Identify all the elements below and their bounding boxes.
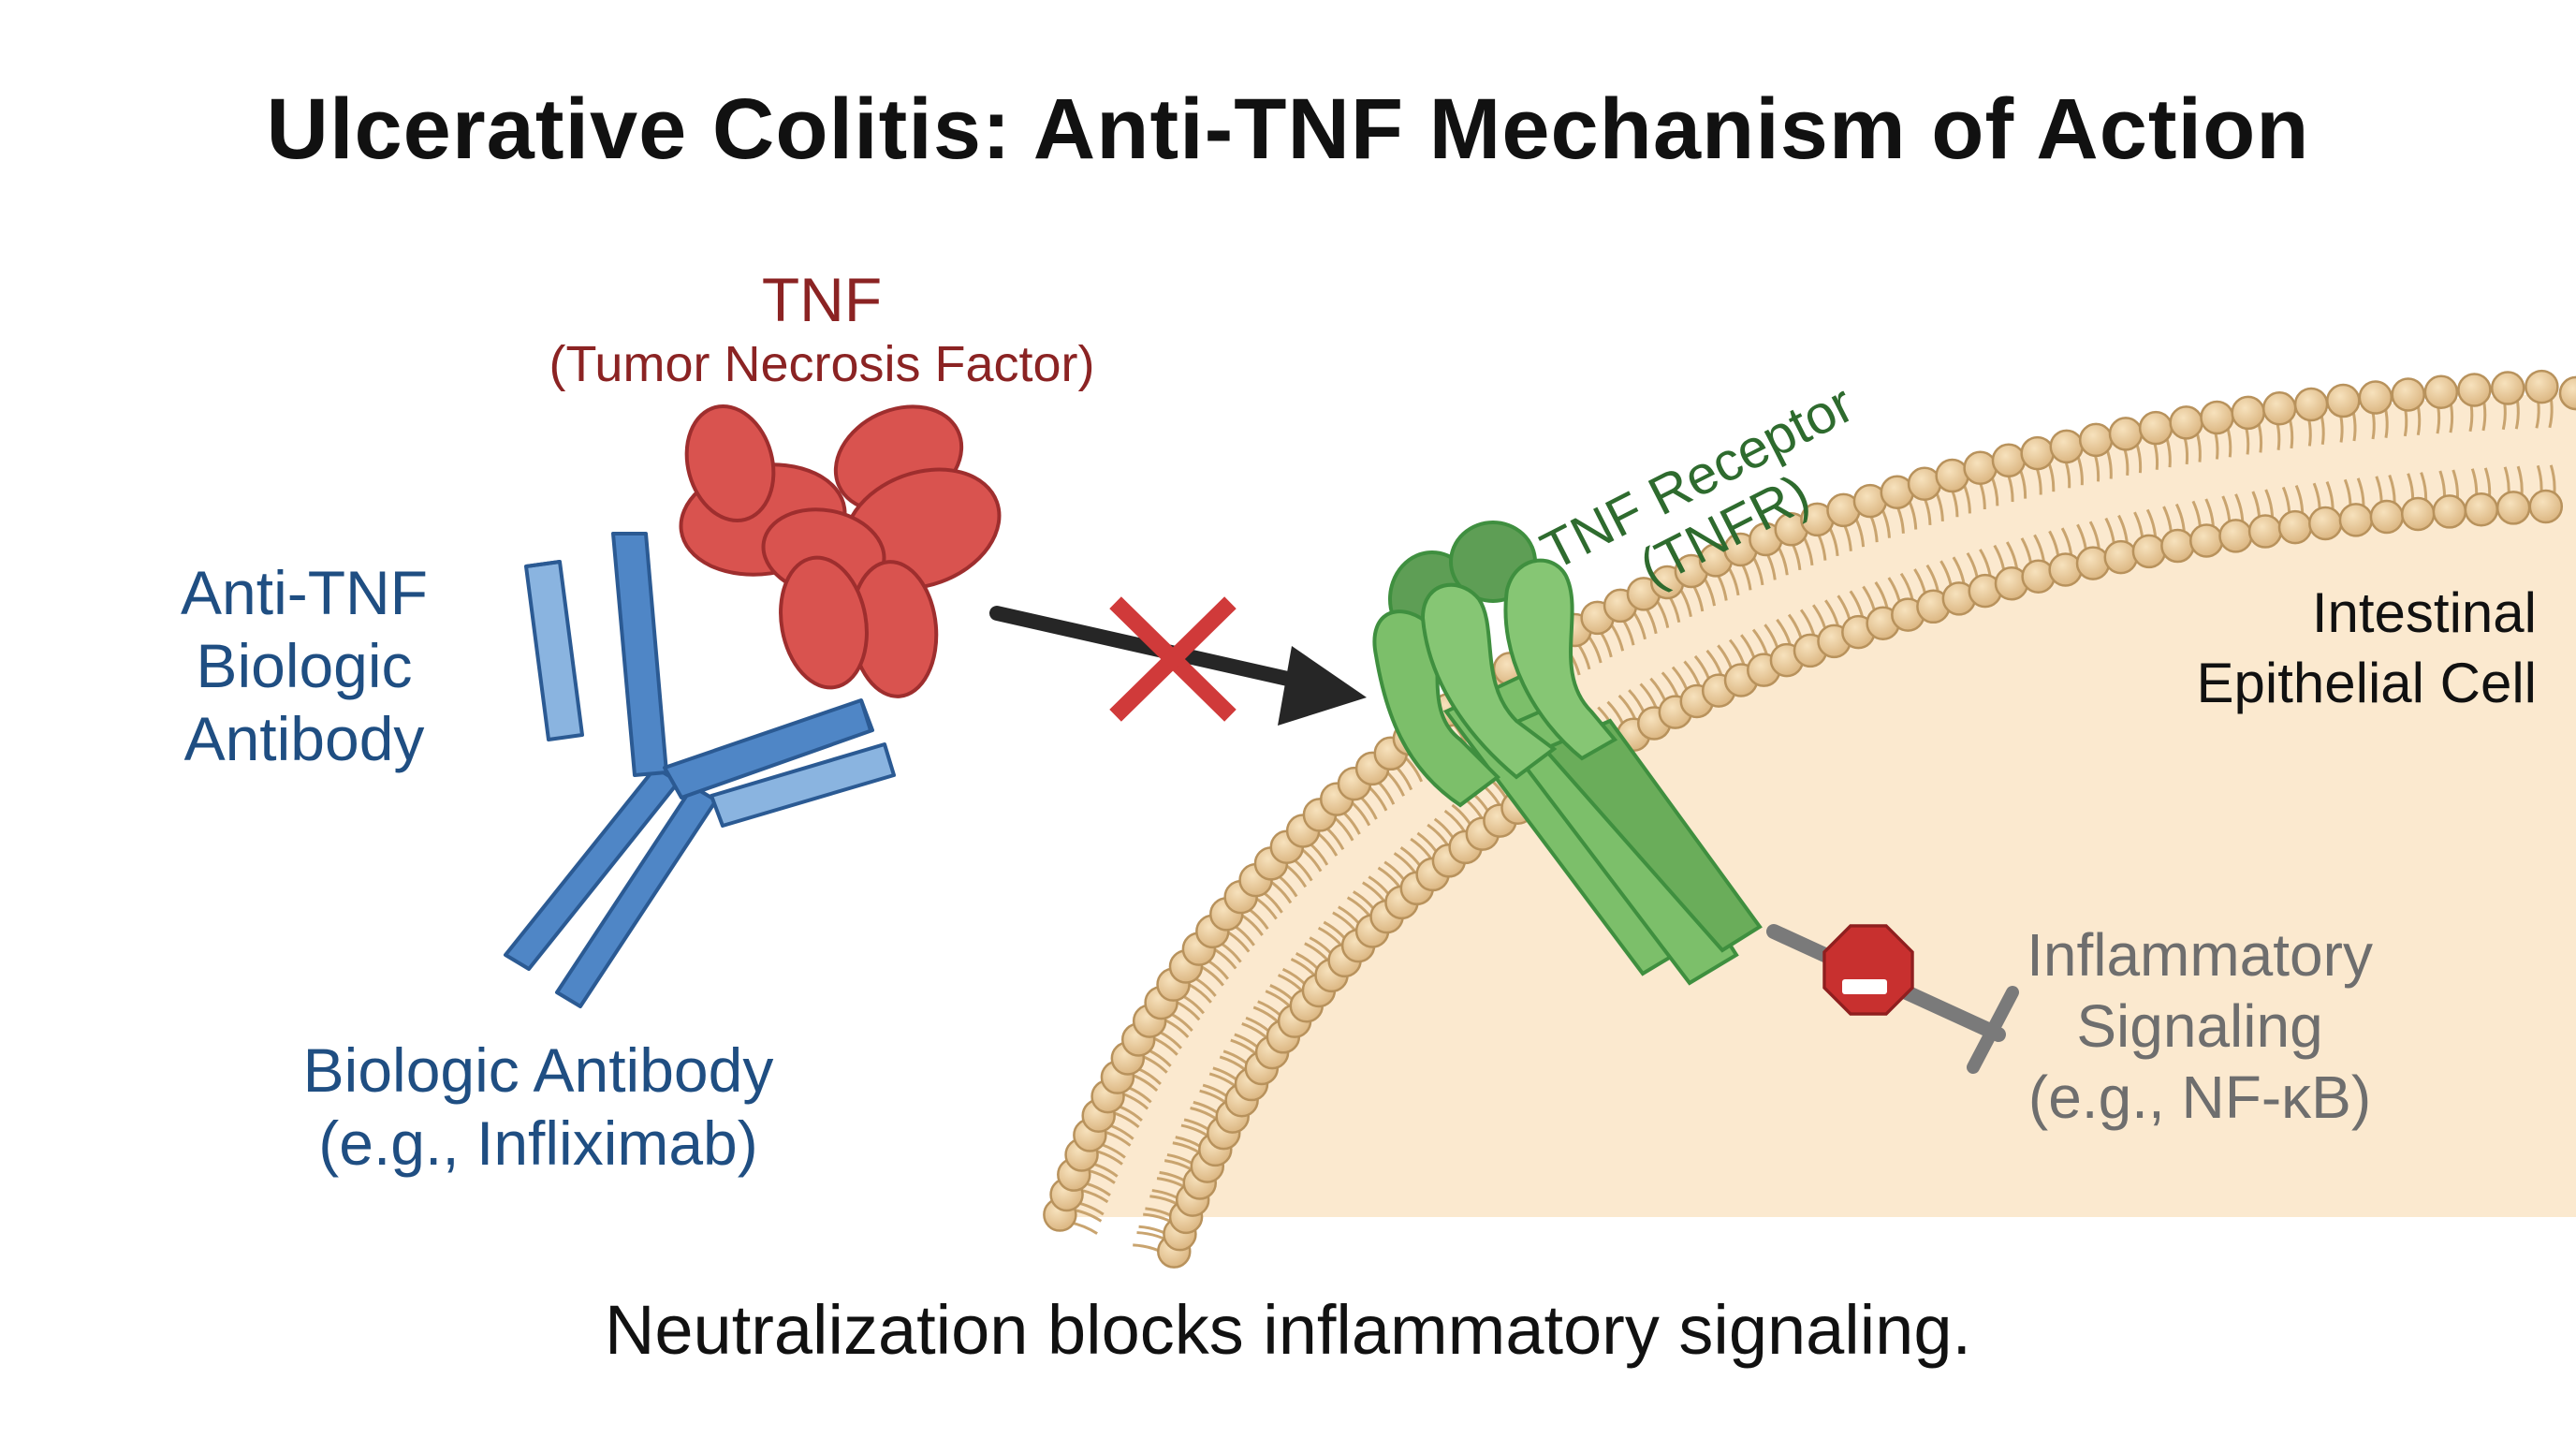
lipid-head xyxy=(2138,410,2174,446)
lipid-head xyxy=(2423,374,2459,409)
lipid-head xyxy=(2528,489,2564,524)
lipid-head xyxy=(2432,494,2467,529)
lipid-head xyxy=(2131,534,2167,569)
lipid-head xyxy=(1991,443,2027,477)
lipid-head xyxy=(2169,405,2203,440)
signaling-label: Inflammatory Signaling (e.g., NF-κB) xyxy=(2027,921,2373,1131)
lipid-head xyxy=(2160,528,2195,564)
lipid-head xyxy=(2496,491,2531,525)
stop-sign-icon xyxy=(1822,924,1914,1016)
lipid-head xyxy=(2457,373,2492,407)
lipid-head xyxy=(2231,395,2265,431)
lipid-head xyxy=(2391,377,2425,412)
antibody-label: Anti-TNF Biologic Antibody xyxy=(181,558,428,773)
lipid-head xyxy=(2049,429,2084,464)
lipid-head xyxy=(2558,375,2576,411)
tnf-trimer-icon xyxy=(679,404,1002,698)
lipid-head xyxy=(1935,458,1969,493)
lipid-head xyxy=(2218,519,2253,553)
lipid-head xyxy=(2400,496,2436,532)
lipid-head xyxy=(2108,417,2144,451)
lipid-head xyxy=(2103,539,2139,575)
tnf-receptor-icon xyxy=(1372,521,1763,986)
lipid-head xyxy=(2075,546,2111,580)
lipid-head xyxy=(2189,523,2224,558)
tnf-full-name: (Tumor Necrosis Factor) xyxy=(549,336,1095,392)
antibody-caption: Biologic Antibody (e.g., Infliximab) xyxy=(302,1035,774,1178)
lipid-head xyxy=(2338,503,2374,537)
lipid-head xyxy=(2078,422,2114,458)
lipid-head xyxy=(2525,369,2559,404)
lipid-head xyxy=(2293,387,2329,422)
lipid-head xyxy=(2200,400,2234,435)
lipid-head xyxy=(2326,383,2361,418)
lipid-head xyxy=(2490,371,2525,405)
lipid-head xyxy=(2369,499,2405,535)
blocked-x-icon xyxy=(1109,596,1237,722)
lipid-head xyxy=(2308,506,2343,541)
tnf-label: TNF xyxy=(761,265,883,334)
lipid-head xyxy=(2358,380,2393,415)
page-title: Ulcerative Colitis: Anti-TNF Mechanism o… xyxy=(266,81,2310,177)
lipid-head xyxy=(2464,492,2499,527)
caption: Neutralization blocks inflammatory signa… xyxy=(604,1291,1972,1369)
lipid-head xyxy=(2247,514,2283,549)
lipid-head xyxy=(1963,450,1998,485)
lipid-head xyxy=(2277,509,2313,545)
lipid-head xyxy=(2020,435,2055,471)
antibody-icon xyxy=(504,532,896,1008)
cell-label: Intestinal Epithelial Cell xyxy=(2196,581,2537,714)
epithelial-cell-body xyxy=(1067,393,2576,1217)
lipid-head xyxy=(2261,390,2297,426)
